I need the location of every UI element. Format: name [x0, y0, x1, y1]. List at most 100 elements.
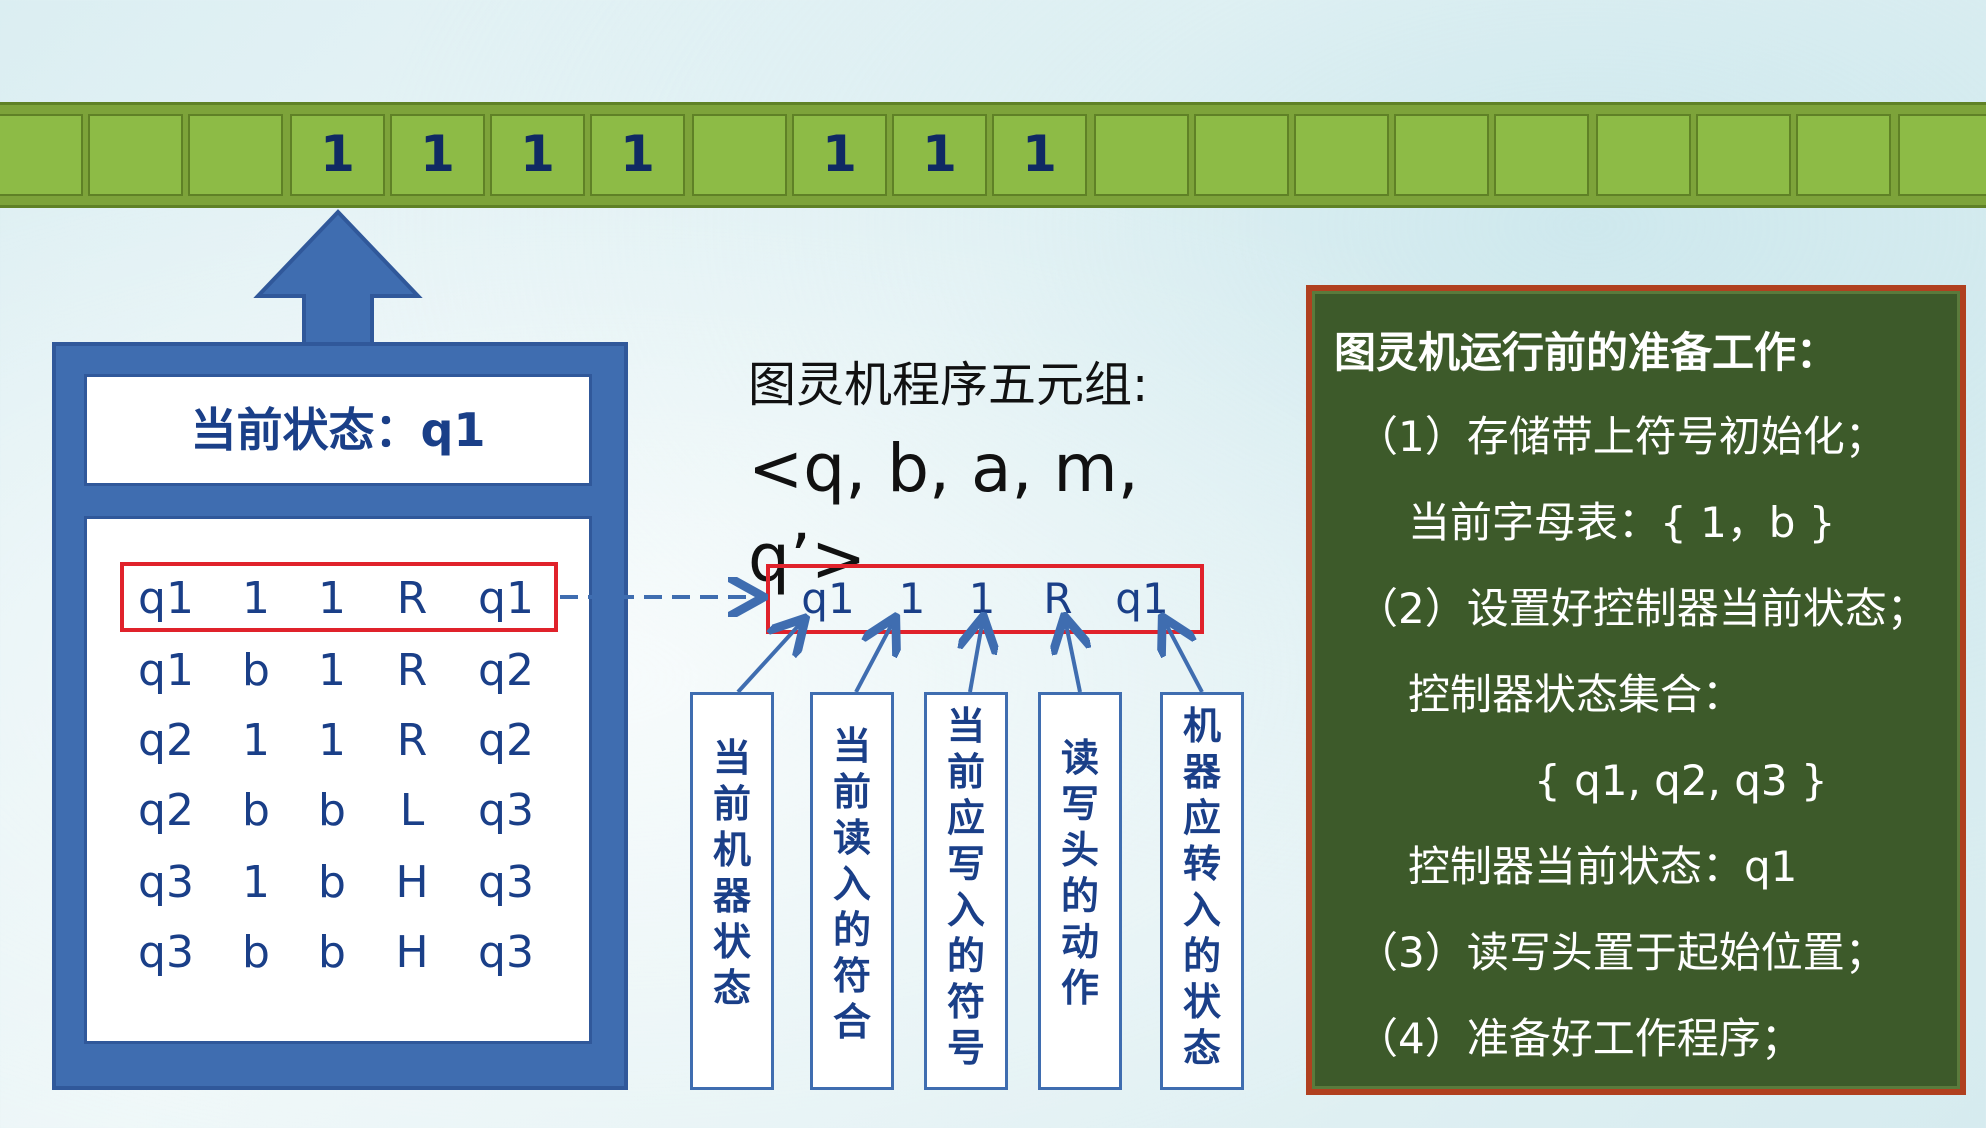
tape-cell: 1 — [892, 114, 987, 196]
label-char: 的 — [1182, 934, 1221, 978]
tape-cell: 1 — [390, 114, 485, 196]
label-char: 入 — [832, 862, 871, 906]
label-char: 入 — [1182, 888, 1221, 932]
label-char: 作 — [1060, 966, 1099, 1010]
label-read-symbol: 当 前 读 入 的 符 合 — [810, 692, 894, 1090]
program-cell: R — [396, 645, 428, 696]
label-char: 入 — [946, 888, 985, 932]
program-cell: R — [396, 573, 428, 624]
program-row: q2 1 1 R q2 — [0, 710, 592, 772]
program-cell: q3 — [478, 857, 534, 908]
label-char: 状 — [1182, 980, 1221, 1024]
notes-title: 图灵机运行前的准备工作： — [1334, 328, 1839, 377]
program-cell: b — [242, 927, 270, 978]
program-cell: 1 — [318, 645, 346, 696]
label-char: 当 — [832, 724, 871, 768]
program-cell: q1 — [138, 645, 194, 696]
label-char: 当 — [946, 704, 985, 748]
program-cell: 1 — [318, 715, 346, 766]
program-cell: H — [395, 927, 429, 978]
label-next-state: 机 器 应 转 入 的 状 态 — [1160, 692, 1244, 1090]
program-cell: q2 — [478, 645, 534, 696]
program-row: q3 b b H q3 — [0, 922, 592, 984]
label-char: 当 — [712, 736, 751, 780]
notes-line: 控制器状态集合： — [1408, 670, 1745, 719]
program-cell: q2 — [478, 715, 534, 766]
program-cell: q3 — [478, 785, 534, 836]
active-instruction-highlight — [120, 562, 558, 632]
program-cell: L — [399, 785, 425, 836]
program-cell: b — [242, 645, 270, 696]
program-cell: b — [318, 927, 346, 978]
label-char: 写 — [946, 842, 985, 886]
label-char: 读 — [832, 816, 871, 860]
tuple-cell: 1 — [898, 574, 926, 623]
tape-cell — [1898, 114, 1986, 196]
program-cell: H — [395, 857, 429, 908]
tape-cell — [1796, 114, 1891, 196]
preparation-notes-panel: 图灵机运行前的准备工作： （1）存储带上符号初始化； 当前字母表：{ 1，b }… — [1306, 285, 1966, 1095]
tape-cell — [0, 114, 83, 196]
label-char: 状 — [712, 920, 751, 964]
program-cell: 1 — [242, 715, 270, 766]
label-char: 前 — [832, 770, 871, 814]
program-cell: q1 — [138, 573, 194, 624]
tape-cell — [1394, 114, 1489, 196]
notes-line: （1）存储带上符号初始化； — [1356, 412, 1887, 461]
tape-cell — [1094, 114, 1189, 196]
program-cell: 1 — [242, 857, 270, 908]
program-cell: b — [318, 857, 346, 908]
label-char: 应 — [1182, 796, 1221, 840]
label-char: 头 — [1060, 828, 1099, 872]
notes-line: （3）读写头置于起始位置； — [1356, 928, 1887, 977]
label-char: 器 — [712, 874, 751, 918]
label-char: 应 — [946, 796, 985, 840]
tape-cell: 1 — [590, 114, 685, 196]
tape-cell — [1194, 114, 1289, 196]
label-char: 机 — [712, 828, 751, 872]
program-row: q2 b b L q3 — [0, 780, 592, 842]
tape-cell: 1 — [792, 114, 887, 196]
label-current-state: 当 前 机 器 状 态 — [690, 692, 774, 1090]
label-char: 符 — [946, 980, 985, 1024]
notes-line: （2）设置好控制器当前状态； — [1356, 584, 1929, 633]
program-row: q1 b 1 R q2 — [0, 640, 592, 702]
program-cell: q2 — [138, 715, 194, 766]
label-char: 合 — [832, 1000, 871, 1044]
tape-cell: 1 — [490, 114, 585, 196]
program-cell: b — [242, 785, 270, 836]
label-char: 读 — [1060, 736, 1099, 780]
program-cell: b — [318, 785, 346, 836]
tape-cell — [1294, 114, 1389, 196]
tape-cell — [1494, 114, 1589, 196]
program-cell: q1 — [478, 573, 534, 624]
program-cell: q3 — [138, 927, 194, 978]
label-char: 的 — [1060, 874, 1099, 918]
program-cell: 1 — [318, 573, 346, 624]
tape-cell: 1 — [992, 114, 1087, 196]
five-tuple-formula: <q, b, a, m, q’> — [748, 430, 1139, 597]
label-head-move: 读 写 头 的 动 作 — [1038, 692, 1122, 1090]
tape: 1 1 1 1 1 1 1 — [0, 102, 1986, 208]
program-row: q3 1 b H q3 — [0, 852, 592, 914]
tape-cell — [88, 114, 183, 196]
label-char: 器 — [1182, 750, 1221, 794]
program-cell: q3 — [138, 857, 194, 908]
label-char: 的 — [832, 908, 871, 952]
current-state-label: 当前状态：q1 — [84, 374, 592, 486]
program-row: q1 1 1 R q1 — [0, 568, 592, 630]
tape-cell — [188, 114, 283, 196]
label-char: 机 — [1182, 704, 1221, 748]
program-table — [84, 516, 592, 1044]
notes-line: 当前字母表：{ 1，b } — [1408, 498, 1836, 547]
program-cell: q3 — [478, 927, 534, 978]
notes-line: （4）准备好工作程序； — [1356, 1014, 1803, 1063]
label-char: 动 — [1060, 920, 1099, 964]
label-char: 前 — [712, 782, 751, 826]
label-char: 态 — [1182, 1026, 1221, 1070]
tape-cell — [1696, 114, 1791, 196]
program-cell: q2 — [138, 785, 194, 836]
program-cell: 1 — [242, 573, 270, 624]
label-write-symbol: 当 前 应 写 入 的 符 号 — [924, 692, 1008, 1090]
